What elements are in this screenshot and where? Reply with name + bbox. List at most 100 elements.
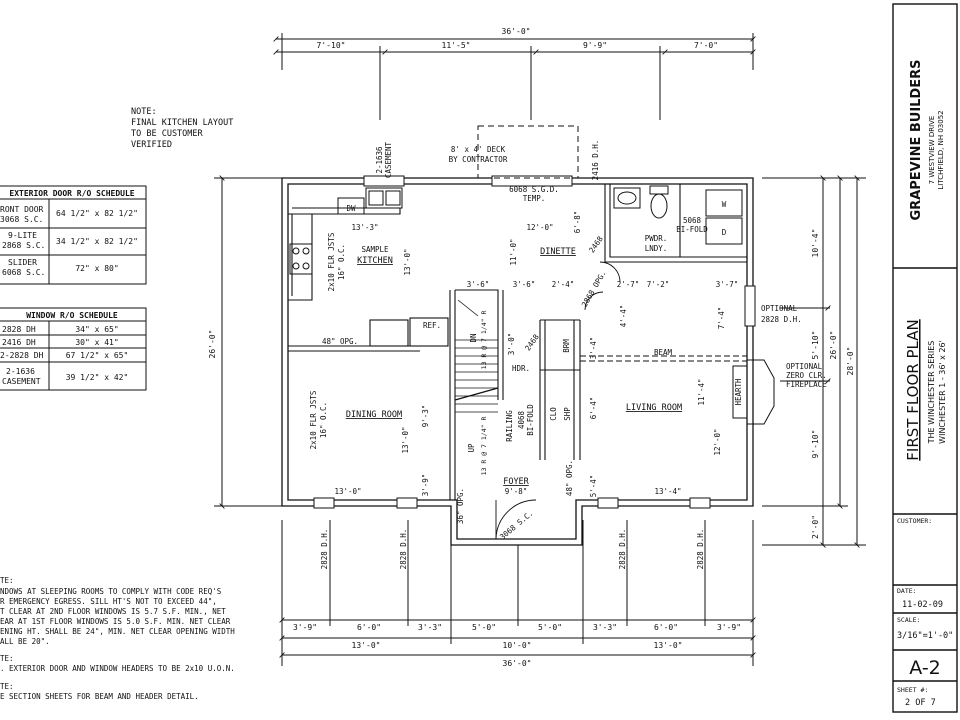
dim-right: 10'-4": [811, 229, 820, 258]
door-tag: 2468: [587, 234, 605, 254]
powder-fixtures: [613, 185, 743, 245]
dim: 11'-4": [697, 378, 706, 405]
door-tag: 2468: [523, 332, 541, 352]
fireplace-note: OPTIONAL: [786, 362, 823, 371]
window-tag: 2828 D.H.: [399, 529, 408, 570]
svg-text:ALL BE 20".: ALL BE 20".: [0, 637, 50, 646]
dim-bottom: 13'-0": [654, 641, 683, 650]
range: [289, 243, 313, 275]
kitchen-sink: [365, 187, 403, 209]
casement-label: 2-1636: [375, 146, 384, 174]
dimension-lines: [214, 33, 866, 666]
casement-label: CASEMENT: [384, 141, 393, 178]
windows: [313, 175, 756, 509]
title-block: [892, 3, 958, 713]
sheet-number: A-2: [909, 657, 941, 679]
svg-text:NOTE:: NOTE:: [131, 107, 157, 117]
dim-top: 7'-0": [694, 41, 718, 50]
svg-text:T CLEAR AT 2ND FLOOR WINDOWS I: T CLEAR AT 2ND FLOOR WINDOWS IS 5.7 S.F.…: [0, 607, 226, 616]
bifold-label: 4068: [517, 410, 526, 429]
door-value: 72" x 80": [75, 264, 118, 273]
dim-dinette: 12'-0": [526, 223, 553, 232]
door-label: RONT DOOR: [0, 205, 44, 214]
window-label: 2416 DH: [2, 338, 36, 347]
door-label: 2868 S.C.: [2, 241, 45, 250]
dim: 3'-7": [716, 280, 739, 289]
svg-text:NDOWS AT SLEEPING ROOMS TO COM: NDOWS AT SLEEPING ROOMS TO COMPLY WITH C…: [0, 587, 222, 596]
kitchen-label-2: KITCHEN: [357, 256, 393, 266]
optional-window: OPTIONAL: [761, 304, 798, 313]
living-room-label: LIVING ROOM: [626, 403, 682, 413]
model-name: WINCHESTER 1 - 36' x 26': [938, 340, 947, 444]
dishwasher: [337, 197, 365, 215]
svg-text:E SECTION SHEETS FOR BEAM AND: E SECTION SHEETS FOR BEAM AND HEADER DET…: [0, 692, 199, 701]
opening-tag: 2868 OPG.: [580, 269, 608, 309]
section-note: TE: E SECTION SHEETS FOR BEAM AND HEADER…: [0, 682, 199, 701]
window-tag: 2828 D.H.: [696, 529, 705, 570]
svg-text:TE:: TE:: [0, 654, 14, 663]
dim-right: 28'-0": [846, 347, 855, 376]
kitchen-note: NOTE: FINAL KITCHEN LAYOUT TO BE CUSTOME…: [131, 107, 233, 150]
stair-risers: 13 R @ 7 1/4" R: [480, 311, 488, 370]
dim: 12'-0": [713, 428, 722, 455]
dim: 2'-7": [617, 280, 640, 289]
deck-label: 8' x 4' DECK: [451, 145, 506, 154]
svg-text:TE:: TE:: [0, 576, 14, 585]
interior-walls: [288, 184, 747, 500]
washer-label: W: [722, 200, 727, 209]
foyer-label: FOYER: [503, 477, 529, 487]
slider-label: 6068 S.G.D.: [509, 185, 559, 194]
svg-text:FINAL KITCHEN LAYOUT: FINAL KITCHEN LAYOUT: [131, 118, 233, 128]
powder-label: PWDR.: [645, 234, 668, 243]
dim-bottom: 5'-0": [472, 623, 496, 632]
window-value: 34" x 65": [75, 325, 118, 334]
window-schedule-title: WINDOW R/O SCHEDULE: [26, 311, 118, 320]
dim-kitchen: 13'-3": [351, 223, 378, 232]
broom-closet: BRM: [562, 339, 571, 353]
window-label: CASEMENT: [2, 377, 41, 386]
dim: 7'-2": [647, 280, 670, 289]
dim: 13'-0": [401, 426, 410, 453]
dinette-label: DINETTE: [540, 247, 576, 257]
svg-text:ENING HT. SHALL BE 24", MIN. N: ENING HT. SHALL BE 24", MIN. NET CLEAR O…: [0, 627, 235, 636]
bifold-label: BI-FOLD: [526, 404, 535, 436]
svg-text:R EMERGENCY EGRESS. SILL HT'S: R EMERGENCY EGRESS. SILL HT'S NOT TO EXC…: [0, 597, 217, 606]
opening-tag: 36" OPG.: [456, 488, 465, 524]
dim-slider: 6'-8": [573, 211, 582, 234]
deck-label: BY CONTRACTOR: [449, 155, 508, 164]
dim: 6'-4": [589, 397, 598, 420]
sheet-of: 2 OF 7: [905, 698, 936, 708]
dim: 13'-0": [334, 487, 361, 496]
window-value: 39 1/2" x 42": [66, 373, 129, 382]
hearth-label: HEARTH: [734, 378, 743, 406]
door-swings: [495, 261, 621, 540]
dim: 3'-4": [589, 337, 598, 360]
bifold-label: BI-FOLD: [676, 225, 708, 234]
header-label: HDR.: [512, 364, 530, 373]
door-schedule: [0, 185, 147, 285]
dim-bottom: 6'-0": [654, 623, 678, 632]
dining-room-label: DINING ROOM: [346, 410, 402, 420]
dim-bottom: 3'-9": [717, 623, 741, 632]
railing-label: RAILING: [505, 410, 514, 442]
door-label: 6068 S.C.: [2, 268, 45, 277]
svg-text:TE:: TE:: [0, 682, 14, 691]
deck-outline: [477, 125, 579, 179]
egress-note: TE: NDOWS AT SLEEPING ROOMS TO COMPLY WI…: [0, 576, 235, 646]
stair-treads: [454, 299, 499, 413]
dim-left: 26'-0": [208, 330, 217, 359]
company-address: 7 WESTVIEW DRIVE: [928, 116, 936, 185]
door-value: 64 1/2" x 82 1/2": [56, 209, 138, 218]
window-value: 30" x 41": [75, 338, 118, 347]
dryer-label: D: [722, 228, 727, 237]
door-label: SLIDER: [8, 258, 37, 267]
dim-top: 9'-9": [583, 41, 607, 50]
dim: 7'-4": [717, 307, 726, 330]
window-schedule: [0, 307, 147, 391]
dim-top-total: 36'-0": [502, 27, 531, 36]
dw-label: DW: [346, 204, 356, 213]
dim-bottom: 5'-0": [538, 623, 562, 632]
dim-right: 5'-10": [811, 331, 820, 360]
headers-note: TE: . EXTERIOR DOOR AND WINDOW HEADERS T…: [0, 654, 235, 673]
date-label: DATE:: [897, 587, 917, 595]
